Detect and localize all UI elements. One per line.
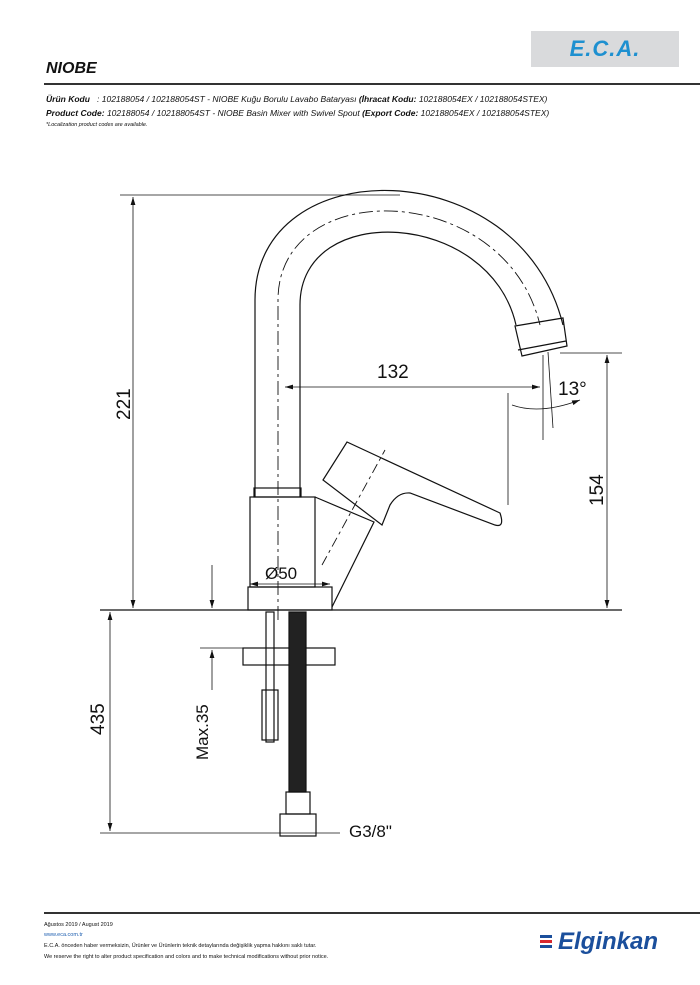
footer-disclaimer-en: We reserve the right to alter product sp… <box>44 954 329 960</box>
dim-below-counter: 435 <box>88 703 109 735</box>
elginkan-mark-icon <box>540 935 552 949</box>
localization-note: *Localization product codes are availabl… <box>46 122 148 128</box>
hose-fitting <box>285 791 311 815</box>
product-code-en: Product Code: 102188054 / 102188054ST - … <box>46 108 549 118</box>
dim-spout-height: 154 <box>587 474 608 506</box>
footer-divider <box>44 912 700 914</box>
hose-nut <box>279 813 317 837</box>
collar <box>253 487 302 498</box>
export-text-tr: 102188054EX / 102188054STEX) <box>418 94 548 104</box>
dim-angle: 13° <box>558 379 587 400</box>
body-right <box>314 496 375 608</box>
dim-diameter: Ø50 <box>265 564 297 583</box>
elginkan-logo-text: Elginkan <box>558 928 659 955</box>
dim-total-height: 221 <box>114 388 135 420</box>
export-label-tr: (İhracat Kodu: <box>358 94 417 104</box>
aerator <box>514 317 568 357</box>
header-divider <box>44 83 700 85</box>
dim-max-thickness: Max.35 <box>193 704 212 760</box>
stud <box>265 611 275 743</box>
spout-outer <box>254 189 564 497</box>
footer-date: Ağustos 2019 / August 2019 <box>44 922 113 928</box>
product-title: NIOBE <box>46 60 97 77</box>
export-text-en: 102188054EX / 102188054STEX) <box>420 108 550 118</box>
stud-nut <box>261 689 279 741</box>
export-label-en: (Export Code: <box>362 108 419 118</box>
flex-hose <box>288 611 307 793</box>
spout-inner <box>299 231 517 497</box>
elginkan-logo: Elginkan <box>540 928 658 956</box>
dim-connection: G3/8" <box>349 822 392 841</box>
spout-centerline <box>277 210 541 620</box>
dim-reach: 132 <box>377 362 409 383</box>
eca-logo-text: E.C.A. <box>569 36 641 61</box>
code-label-en: Product Code: <box>46 108 105 118</box>
code-text-en: 102188054 / 102188054ST - NIOBE Basin Mi… <box>106 108 360 118</box>
code-text-tr: : 102188054 / 102188054ST - NIOBE Kuğu B… <box>97 94 357 104</box>
lever-axis <box>321 449 386 566</box>
footer-disclaimer-tr: E.C.A. önceden haber vermeksizin, Ürünle… <box>44 943 317 949</box>
footer-website[interactable]: www.eca.com.tr <box>44 932 83 938</box>
eca-logo: E.C.A. <box>531 31 679 67</box>
base <box>247 586 333 611</box>
lever <box>322 441 503 527</box>
product-code-tr: Ürün Kodu : 102188054 / 102188054ST - NI… <box>46 94 547 104</box>
code-label-tr: Ürün Kodu <box>46 94 90 104</box>
